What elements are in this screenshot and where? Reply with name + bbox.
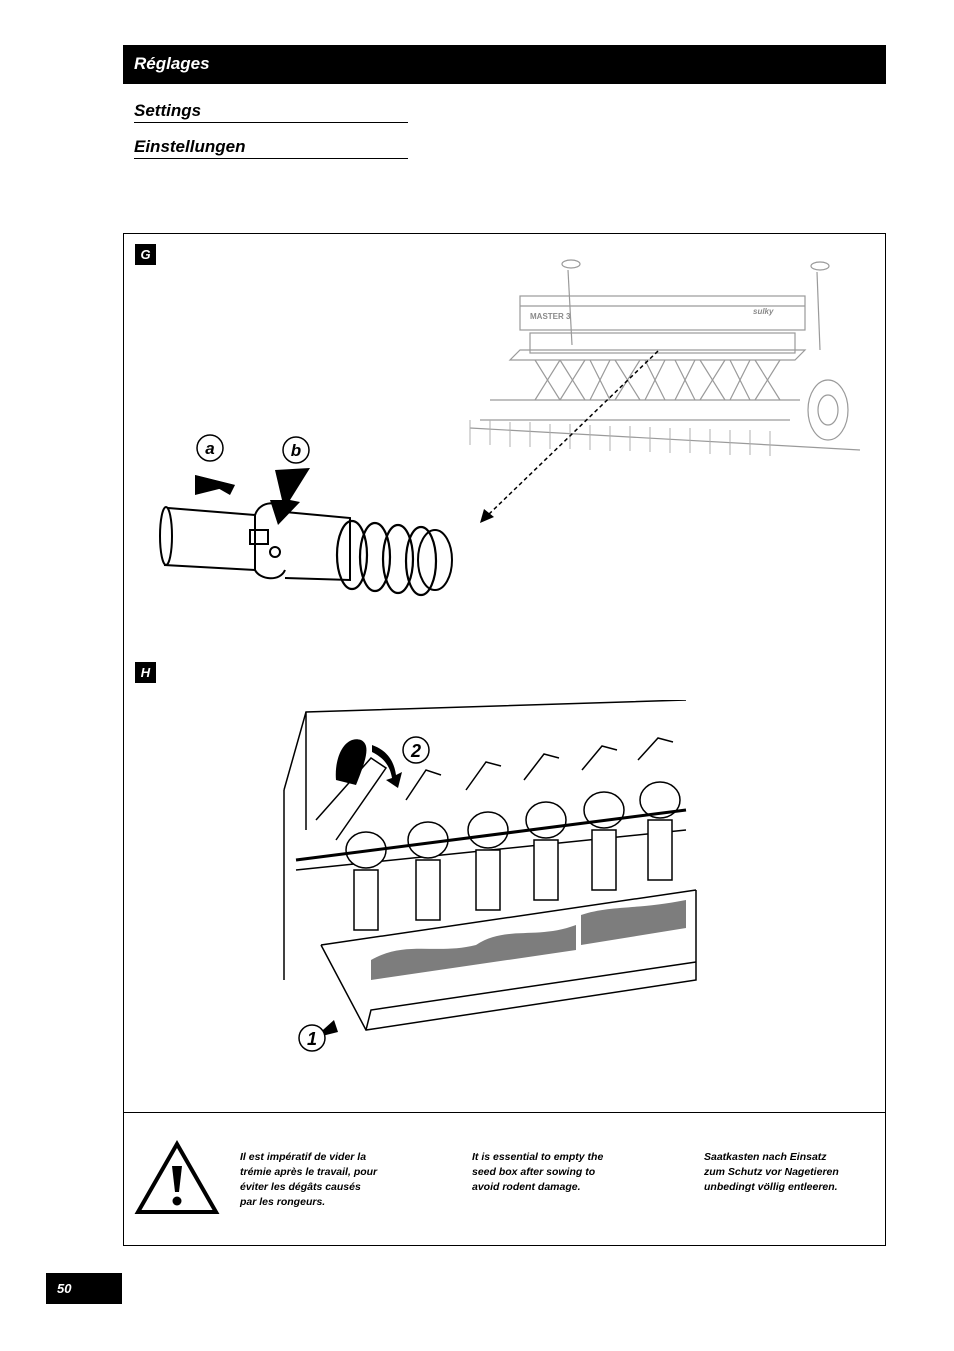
brand-label: sulky [753,307,774,316]
section-title: Réglages [134,54,210,73]
callout-2: 2 [410,741,421,761]
warning-text-french: Il est impératif de vider la trémie aprè… [240,1151,378,1208]
warning-text-english: It is essential to empty the seed box af… [472,1151,604,1193]
callout-a: a [205,439,214,458]
detail-pointer-arrow [480,350,659,523]
warning-text-german: Saatkasten nach Einsatz zum Schutz vor N… [704,1151,839,1193]
subtitle-german: Einstellungen [134,137,408,159]
callout-b: b [291,441,301,460]
page-number-label: 50 [57,1281,72,1296]
figure-frame [123,233,886,1246]
metering-units-illustration: 2 1 [283,700,697,1052]
figure-label-h: H [135,662,156,683]
callout-1: 1 [307,1029,317,1049]
warning-divider [123,1112,886,1113]
shaft-spring-illustration: a b [159,434,453,597]
machine-plate-label: MASTER 3 [530,312,571,321]
page-number: 50 [46,1273,122,1304]
section-header: Réglages [123,45,886,84]
warning-triangle-icon [134,1140,220,1214]
subtitle-english: Settings [134,101,408,123]
figure-label-g: G [135,244,156,265]
seed-drill-illustration: MASTER 3 sulky [469,259,861,456]
